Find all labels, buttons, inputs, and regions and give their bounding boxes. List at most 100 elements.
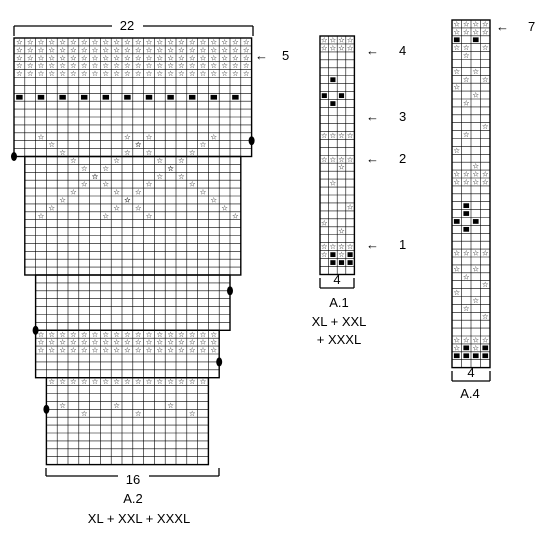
star-symbol: ☆ [200, 346, 207, 355]
star-symbol: ☆ [221, 61, 228, 70]
star-symbol: ☆ [48, 203, 55, 212]
star-symbol: ☆ [347, 43, 354, 52]
star-symbol: ☆ [329, 36, 336, 45]
star-symbol: ☆ [200, 140, 207, 149]
star-symbol: ☆ [329, 43, 336, 52]
star-symbol: ☆ [113, 377, 120, 386]
filled-square-symbol [482, 353, 489, 359]
filled-square-symbol [482, 345, 489, 351]
star-symbol: ☆ [16, 61, 23, 70]
star-symbol: ☆ [156, 172, 163, 181]
star-symbol: ☆ [472, 67, 479, 76]
star-symbol: ☆ [146, 211, 153, 220]
star-symbol: ☆ [102, 346, 109, 355]
star-symbol: ☆ [472, 296, 479, 305]
filled-square-symbol [472, 219, 479, 224]
star-symbol: ☆ [338, 242, 345, 251]
star-symbol: ☆ [178, 61, 185, 70]
star-symbol: ☆ [167, 37, 174, 46]
star-symbol: ☆ [70, 188, 77, 197]
star-symbol: ☆ [59, 195, 66, 204]
star-symbol: ☆ [81, 338, 88, 347]
star-symbol: ☆ [200, 45, 207, 54]
chart-a4-grid [451, 19, 491, 369]
star-symbol: ☆ [200, 69, 207, 78]
arrow-left-icon: ← [366, 237, 379, 252]
star-symbol: ☆ [124, 148, 131, 157]
star-symbol: ☆ [156, 377, 163, 386]
star-symbol: ☆ [463, 335, 470, 344]
star-symbol: ☆ [135, 338, 142, 347]
star-symbol: ☆ [463, 177, 470, 186]
star-symbol: ☆ [189, 45, 196, 54]
filled-square-symbol [338, 93, 345, 99]
star-symbol: ☆ [210, 132, 217, 141]
star-symbol: ☆ [167, 164, 174, 173]
star-symbol: ☆ [472, 19, 479, 28]
star-symbol: ☆ [347, 131, 354, 140]
star-symbol: ☆ [70, 61, 77, 70]
star-symbol: ☆ [232, 37, 239, 46]
star-symbol: ☆ [92, 172, 99, 181]
arrow-left-icon: ← [496, 19, 509, 34]
chart-a1-grid [319, 35, 356, 276]
side-marker-dot [32, 325, 39, 335]
star-symbol: ☆ [200, 61, 207, 70]
star-symbol: ☆ [156, 61, 163, 70]
row-number-label: 3 [399, 109, 406, 124]
star-symbol: ☆ [48, 377, 55, 386]
star-symbol: ☆ [38, 330, 45, 339]
star-symbol: ☆ [243, 61, 250, 70]
star-symbol: ☆ [92, 338, 99, 347]
star-symbol: ☆ [102, 211, 109, 220]
star-symbol: ☆ [59, 338, 66, 347]
star-symbol: ☆ [81, 53, 88, 62]
star-symbol: ☆ [59, 45, 66, 54]
star-symbol: ☆ [70, 156, 77, 165]
star-symbol: ☆ [156, 338, 163, 347]
star-symbol: ☆ [38, 45, 45, 54]
star-symbol: ☆ [102, 164, 109, 173]
star-symbol: ☆ [453, 177, 460, 186]
star-symbol: ☆ [338, 43, 345, 52]
star-symbol: ☆ [347, 155, 354, 164]
star-symbol: ☆ [167, 53, 174, 62]
chart-a2-row-marker-5: ← 5 [255, 48, 289, 63]
arrow-left-icon: ← [366, 43, 379, 58]
star-symbol: ☆ [189, 409, 196, 418]
star-symbol: ☆ [167, 401, 174, 410]
star-symbol: ☆ [472, 91, 479, 100]
star-symbol: ☆ [135, 45, 142, 54]
star-symbol: ☆ [92, 61, 99, 70]
star-symbol: ☆ [146, 180, 153, 189]
star-symbol: ☆ [321, 155, 328, 164]
star-symbol: ☆ [146, 61, 153, 70]
star-symbol: ☆ [59, 53, 66, 62]
star-symbol: ☆ [92, 69, 99, 78]
star-symbol: ☆ [48, 69, 55, 78]
star-symbol: ☆ [70, 37, 77, 46]
star-symbol: ☆ [482, 122, 489, 131]
star-symbol: ☆ [113, 69, 120, 78]
star-symbol: ☆ [102, 37, 109, 46]
star-symbol: ☆ [102, 338, 109, 347]
star-symbol: ☆ [329, 242, 336, 251]
star-symbol: ☆ [135, 37, 142, 46]
star-symbol: ☆ [453, 249, 460, 258]
star-symbol: ☆ [189, 180, 196, 189]
star-symbol: ☆ [124, 45, 131, 54]
star-symbol: ☆ [113, 53, 120, 62]
filled-square-symbol [145, 94, 153, 100]
star-symbol: ☆ [27, 61, 34, 70]
star-symbol: ☆ [329, 131, 336, 140]
star-symbol: ☆ [48, 61, 55, 70]
star-symbol: ☆ [124, 132, 131, 141]
star-symbol: ☆ [463, 249, 470, 258]
star-symbol: ☆ [113, 338, 120, 347]
chart-a4-width-label: 4 [467, 365, 474, 380]
star-symbol: ☆ [59, 148, 66, 157]
star-symbol: ☆ [178, 377, 185, 386]
chart-a2-symbols: ☆ ☆ ☆ ☆ ☆ ☆ ☆ ☆ ☆ ☆ ☆ ☆ ☆ ☆ ☆ ☆ ☆ ☆ ☆ ☆ ☆ ☆ ☆ ☆ ☆ ☆ ☆ ☆ ☆ ☆ ☆ ☆ ☆ ☆ ☆ ☆ ☆ ☆ ☆ ☆… [11, 37, 255, 418]
star-symbol: ☆ [472, 249, 479, 258]
star-symbol: ☆ [124, 37, 131, 46]
